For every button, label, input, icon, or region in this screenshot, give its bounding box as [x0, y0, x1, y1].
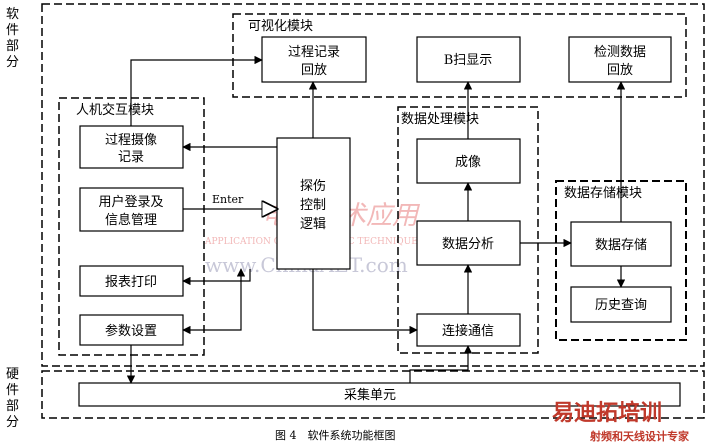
data-processing-module-label: 数据处理模块 — [401, 112, 479, 127]
svg-text:硬: 硬 — [6, 367, 19, 382]
box-flaw-control: 探伤 控制 逻辑 — [276, 137, 351, 270]
logo-title: 易迪拓培训 — [552, 400, 662, 426]
box-login: 用户登录及 信息管理 — [79, 187, 184, 232]
svg-text:软: 软 — [6, 7, 19, 22]
visualization-module-label: 可视化模块 — [248, 19, 313, 34]
svg-text:过程记录: 过程记录 — [288, 45, 340, 60]
box-acquisition: 采集单元 — [78, 382, 681, 407]
svg-text:回放: 回放 — [301, 63, 327, 78]
logo-subtitle: 射频和天线设计专家 — [589, 429, 690, 443]
svg-text:过程摄像: 过程摄像 — [105, 133, 157, 148]
box-connection: 连接通信 — [416, 313, 521, 347]
svg-text:数据存储: 数据存储 — [595, 238, 647, 253]
connectors — [126, 55, 626, 384]
svg-text:部: 部 — [6, 399, 19, 414]
svg-text:用户登录及: 用户登录及 — [98, 194, 163, 210]
svg-text:采集单元: 采集单元 — [344, 387, 396, 403]
hardware-side-label: 硬 件 部 分 — [6, 367, 19, 430]
svg-text:探伤: 探伤 — [300, 179, 326, 194]
svg-text:参数设置: 参数设置 — [105, 323, 157, 339]
svg-text:报表打印: 报表打印 — [105, 275, 157, 290]
svg-text:信息管理: 信息管理 — [105, 212, 157, 228]
svg-text:成像: 成像 — [455, 155, 481, 170]
software-side-label: 软 件 部 分 — [6, 7, 19, 70]
enter-label: Enter — [212, 193, 244, 206]
arrow-control-param — [182, 268, 246, 335]
box-process-camera: 过程摄像 记录 — [79, 125, 184, 169]
logo: 易迪拓培训 射频和天线设计专家 — [552, 400, 690, 443]
svg-text:分: 分 — [6, 55, 19, 70]
svg-text:B扫显示: B扫显示 — [444, 53, 493, 68]
figure-caption: 图 4 软件系统功能框图 — [275, 428, 396, 442]
svg-text:检测数据: 检测数据 — [594, 45, 646, 60]
svg-text:部: 部 — [6, 39, 19, 54]
visualization-module-frame — [232, 13, 687, 98]
box-data-analysis: 数据分析 — [416, 220, 521, 266]
svg-text:分: 分 — [6, 415, 19, 430]
box-data-storage: 数据存储 — [570, 221, 672, 267]
hardware-part-frame — [41, 370, 705, 419]
svg-text:件: 件 — [6, 383, 19, 398]
data-storage-module-label: 数据存储模块 — [564, 186, 642, 201]
hci-module-label: 人机交互模块 — [76, 102, 154, 118]
svg-text:回放: 回放 — [607, 63, 633, 78]
svg-text:连接通信: 连接通信 — [442, 323, 494, 339]
box-imaging: 成像 — [416, 138, 521, 184]
svg-text:控制: 控制 — [300, 198, 326, 213]
svg-text:数据分析: 数据分析 — [442, 237, 494, 252]
arrow-camera-to-playback — [130, 55, 263, 126]
box-param-setting: 参数设置 — [79, 314, 184, 346]
svg-text:记录: 记录 — [118, 150, 144, 165]
box-process-playback: 过程记录 回放 — [261, 36, 367, 83]
svg-text:件: 件 — [6, 23, 19, 38]
box-report-print: 报表打印 — [79, 265, 184, 297]
svg-text:逻辑: 逻辑 — [300, 217, 326, 232]
box-detection-playback: 检测数据 回放 — [568, 36, 672, 83]
box-bscan-display: B扫显示 — [416, 36, 521, 83]
arrow-control-to-connection — [312, 269, 418, 335]
arrow-acquisition-to-connection — [409, 345, 473, 383]
svg-text:历史查询: 历史查询 — [595, 298, 647, 313]
software-part-frame — [41, 3, 705, 367]
box-history-query: 历史查询 — [570, 286, 672, 323]
